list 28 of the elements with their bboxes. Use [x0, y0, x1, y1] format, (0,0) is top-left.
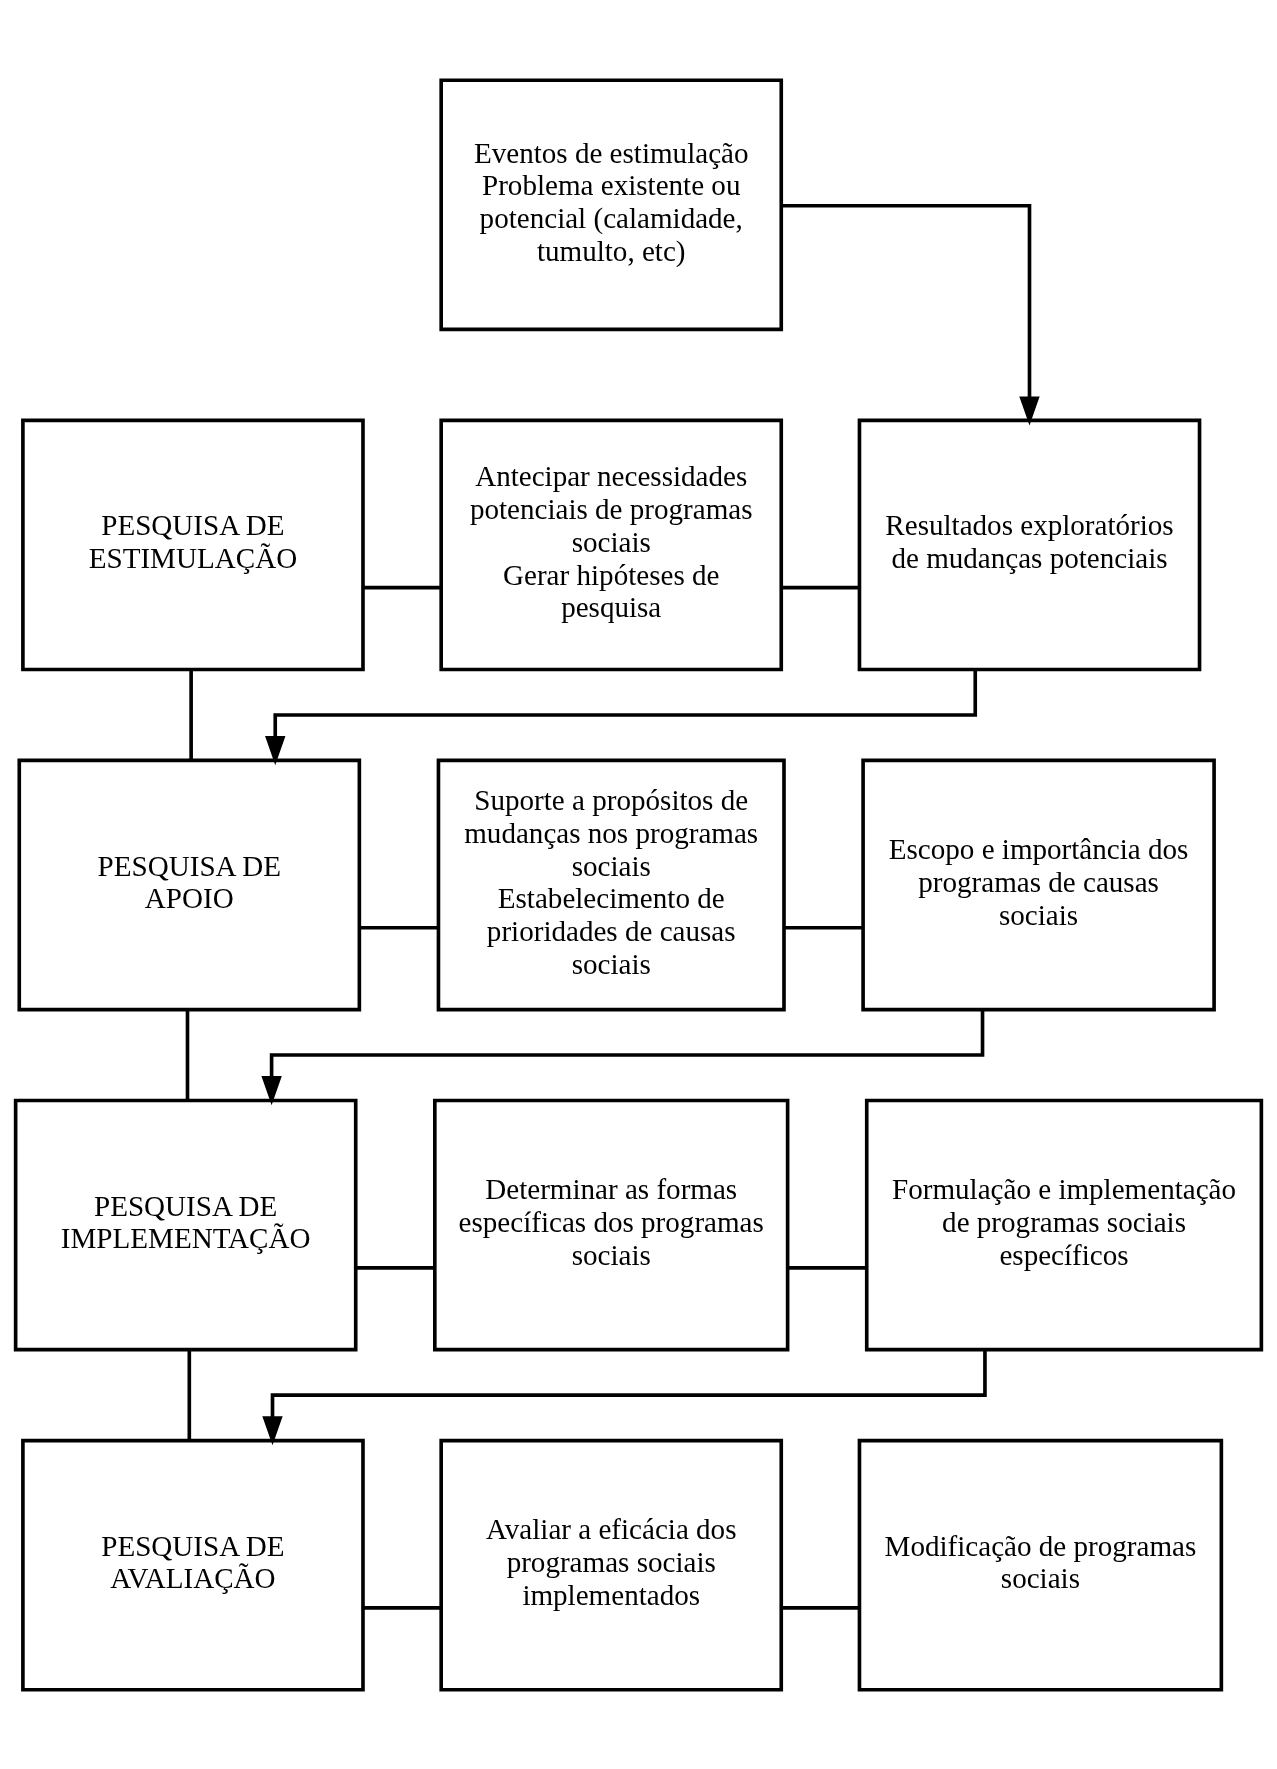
node-box: PESQUISA DE ESTIMULAÇÃO	[21, 418, 365, 671]
node-box: Resultados exploratórios de mudanças potenciais	[857, 418, 1202, 671]
node-box: Formulação e implementação de programas sociais específicos	[864, 1098, 1264, 1351]
connector	[781, 585, 859, 589]
node-box: Eventos de estimulação Problema existente ou potencial (calamidade, tumulto, etc)	[439, 77, 784, 331]
node-box: Modificação de programas sociais	[857, 1438, 1224, 1692]
node-box: PESQUISA DE AVALIAÇÃO	[21, 1438, 365, 1692]
arrow	[781, 203, 1040, 426]
connector	[187, 1349, 192, 1440]
node-box: Determinar as formas específicas dos programas sociais	[433, 1098, 790, 1351]
arrow	[262, 1349, 987, 1445]
connector	[185, 1009, 190, 1100]
arrow	[265, 669, 978, 765]
connector	[781, 1605, 860, 1610]
node-box: Escopo e importância dos programas de causas sociais	[861, 758, 1216, 1011]
node-box: Antecipar necessidades potenciais de programas sociais Gerar hipóteses de pesquisa	[439, 418, 784, 671]
node-box: PESQUISA DE IMPLEMENTAÇÃO	[13, 1098, 358, 1351]
connector	[359, 925, 439, 930]
connector	[788, 1265, 867, 1270]
arrow	[261, 1009, 985, 1105]
connector	[784, 925, 864, 930]
connector	[363, 1605, 441, 1610]
node-box: PESQUISA DE APOIO	[17, 758, 362, 1011]
node-box: Avaliar a eficácia dos programas sociais implementados	[439, 1438, 784, 1692]
connector	[363, 585, 441, 589]
connector	[189, 669, 193, 760]
node-box: Suporte a propósitos de mudanças nos programas sociais Estabelecimento de prioridades de causas sociais	[436, 758, 786, 1011]
connector	[356, 1265, 435, 1270]
